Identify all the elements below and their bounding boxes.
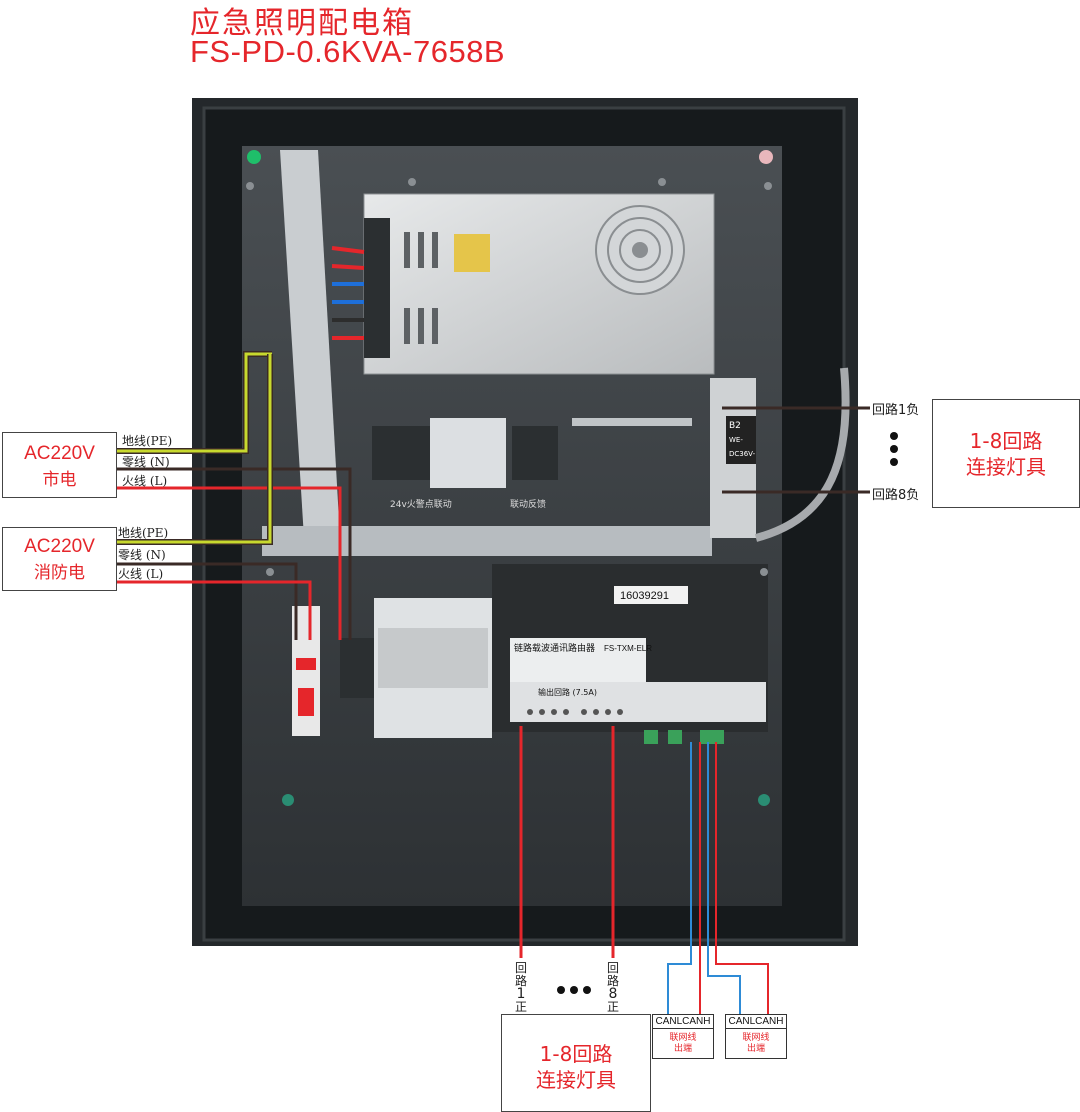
mains-power-box: AC220V 市电 (2, 432, 117, 498)
feedback-label: 联动反馈 (510, 498, 546, 510)
ellipsis-dot (583, 986, 591, 994)
loop-1-negative-label: 回路1负 (872, 403, 920, 418)
router-name: 链路载波通讯路由器 (514, 642, 595, 654)
fire-voltage: AC220V (24, 536, 95, 557)
mains-voltage: AC220V (24, 443, 95, 464)
svg-text:DC36V-: DC36V- (729, 450, 756, 458)
mains-label: 市电 (42, 470, 77, 490)
mains-l-label: 火线 (L) (122, 474, 168, 488)
cabinet-photo: 24v火警点联动 联动反馈 B2 WE- DC36V- 16039291 链路载… (192, 98, 858, 946)
fire-l-label: 火线 (L) (118, 567, 164, 581)
ellipsis-dot (890, 445, 898, 453)
ellipsis-dot (890, 458, 898, 466)
fire-power-box: AC220V 消防电 (2, 527, 117, 591)
cabinet-drawing: 24v火警点联动 联动反馈 B2 WE- DC36V- 16039291 链路载… (192, 98, 858, 946)
mains-n-label: 零线 (N) (122, 455, 170, 469)
horizontal-duct (262, 526, 712, 556)
right-lamp-box: 1-8回路 连接灯具 (932, 399, 1080, 508)
pink-indicator-icon (759, 150, 773, 164)
ellipsis-dot (890, 432, 898, 440)
cable-duct (280, 150, 340, 538)
ellipsis-dot (557, 986, 565, 994)
output-label: 输出回路 (7.5A) (538, 687, 597, 697)
loop-8-negative-label: 回路8负 (872, 488, 920, 503)
model-number: FS-PD-0.6KVA-7658B (190, 34, 506, 69)
fire-label: 消防电 (34, 563, 85, 583)
fire-pe-label: 地线(PE) (118, 526, 169, 540)
mains-pe-label: 地线(PE) (122, 434, 173, 448)
diagram-title: 应急照明配电箱 (190, 6, 414, 41)
relay-block (430, 418, 506, 488)
can-output-box-2: CANLCANH 联网线出端 (725, 1014, 787, 1059)
svg-text:WE-: WE- (729, 436, 743, 444)
router-model: FS-TXM-ELR (604, 644, 652, 653)
serial-number: 16039291 (620, 590, 669, 602)
bottom-lamp-box: 1-8回路 连接灯具 (501, 1014, 651, 1112)
can-output-box-1: CANLCANH 联网线出端 (652, 1014, 714, 1059)
ellipsis-dot (570, 986, 578, 994)
fire-link-label: 24v火警点联动 (390, 498, 452, 510)
svg-text:B2: B2 (729, 421, 741, 431)
fire-n-label: 零线 (N) (118, 548, 166, 562)
green-indicator-icon (247, 150, 261, 164)
